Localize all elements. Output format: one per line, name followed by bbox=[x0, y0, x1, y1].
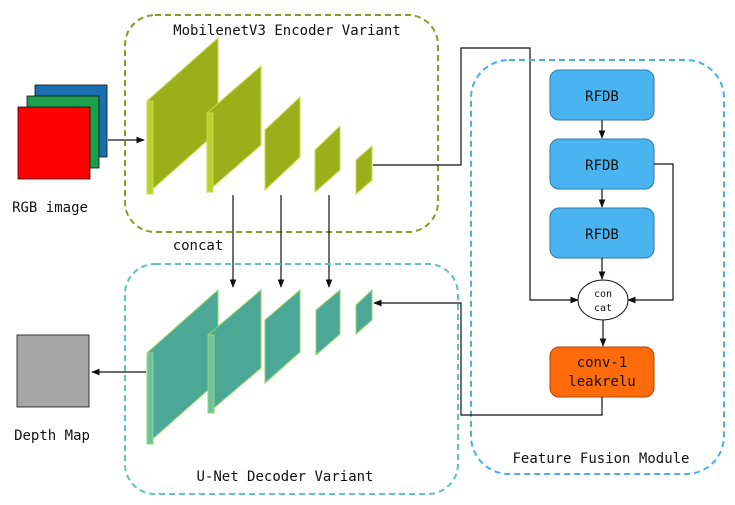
rfdb-block-1: RFDB bbox=[549, 69, 655, 121]
conv-label-2: leakrelu bbox=[568, 374, 635, 390]
encoder-block-2 bbox=[206, 64, 262, 194]
decoder-box bbox=[124, 263, 459, 495]
rfdb-label-2: RFDB bbox=[585, 158, 619, 174]
concat-node-top: con bbox=[594, 289, 612, 300]
fusion-title: Feature Fusion Module bbox=[512, 451, 689, 467]
concat-node-bottom: cat bbox=[594, 303, 612, 314]
decoder-block-5 bbox=[355, 288, 373, 336]
conv-label-1: conv-1 bbox=[577, 355, 628, 371]
concat-node: con cat bbox=[577, 279, 629, 321]
decoder-block-1 bbox=[146, 288, 219, 446]
encoder-block-4 bbox=[314, 124, 341, 194]
conv-block: conv-1 leakrelu bbox=[549, 346, 655, 398]
decoder-block-4 bbox=[315, 288, 341, 357]
rfdb-block-3: RFDB bbox=[549, 207, 655, 259]
rfdb-label-3: RFDB bbox=[585, 227, 619, 243]
encoder-title: MobilenetV3 Encoder Variant bbox=[173, 23, 401, 39]
decoder-block-3 bbox=[264, 288, 301, 385]
rgb-image-label: RGB image bbox=[12, 200, 88, 216]
depth-map-icon bbox=[16, 334, 90, 408]
decoder-title: U-Net Decoder Variant bbox=[196, 469, 373, 485]
rfdb-label-1: RFDB bbox=[585, 89, 619, 105]
encoder-block-5 bbox=[355, 144, 373, 196]
decoder-block-2 bbox=[207, 288, 262, 415]
encoder-block-3 bbox=[264, 95, 301, 192]
encoder-to-fusion-line bbox=[373, 47, 579, 304]
rfdb-block-2: RFDB bbox=[549, 138, 655, 190]
concat-label: concat bbox=[173, 238, 224, 254]
fusion-box bbox=[470, 59, 725, 475]
rgb-image-icon bbox=[17, 84, 108, 180]
rfdb2-to-concat-line bbox=[627, 163, 674, 304]
fusion-to-decoder-line bbox=[373, 299, 603, 416]
depth-map-label: Depth Map bbox=[14, 428, 90, 444]
